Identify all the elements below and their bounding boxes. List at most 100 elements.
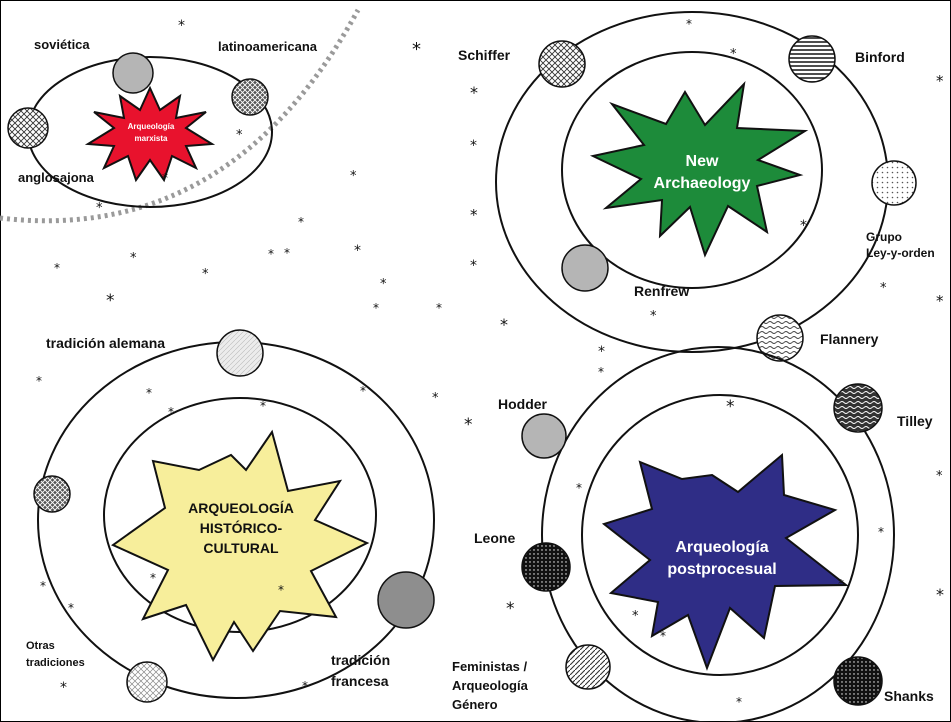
background-star: * <box>598 344 605 360</box>
label-binford: Binford <box>855 49 905 65</box>
background-star: * <box>936 585 944 604</box>
background-star: * <box>436 301 442 315</box>
background-star: * <box>68 601 74 615</box>
background-star: * <box>470 83 478 102</box>
background-star: * <box>878 525 884 539</box>
new-archaeology-title-line2: Archaeology <box>654 175 751 192</box>
system-new-archaeology: New Archaeology Schiffer Binford Grupo L… <box>458 11 935 362</box>
background-star: * <box>730 47 737 62</box>
postprocesual-title-line2: postprocesual <box>667 561 776 578</box>
background-star: * <box>298 215 304 229</box>
label-tradicion-francesa-line1: tradición <box>331 652 390 668</box>
orbit-outer-postprocesual <box>541 346 895 722</box>
background-star: * <box>412 39 421 60</box>
planet-latinoamericana <box>231 78 269 116</box>
label-schiffer: Schiffer <box>458 47 511 63</box>
background-star: * <box>650 309 657 324</box>
background-star: * <box>470 138 477 154</box>
background-stars: * * * * * * * * * * * * * * * * * * * * * * * * * * * * * * * * * * * * * * * *… <box>36 17 944 709</box>
background-star: * <box>936 292 944 310</box>
planet-leone <box>521 542 571 592</box>
background-star: * <box>660 629 666 643</box>
background-star: * <box>726 397 735 417</box>
background-star: * <box>178 18 185 34</box>
background-star: * <box>40 579 46 593</box>
historico-title-line1: ARQUEOLOGÍA <box>188 500 294 516</box>
label-tradicion-francesa-line2: francesa <box>331 673 389 689</box>
background-star: * <box>54 261 60 275</box>
background-star: * <box>464 415 473 435</box>
background-star: * <box>168 405 174 419</box>
background-star: * <box>236 128 243 143</box>
label-grupo-line1: Grupo <box>866 230 902 244</box>
background-star: * <box>880 281 887 296</box>
planet-hodder <box>521 413 567 459</box>
background-star: * <box>936 72 944 90</box>
new-archaeology-star <box>589 80 809 258</box>
background-star: * <box>354 243 361 259</box>
background-star: * <box>470 206 478 224</box>
marxist-star <box>84 85 216 183</box>
label-tradicion-alemana: tradición alemana <box>46 335 165 351</box>
orbit-inner-postprocesual <box>581 394 859 676</box>
planet-schiffer <box>538 40 586 88</box>
label-flannery: Flannery <box>820 331 879 347</box>
label-otras-line1: Otras <box>26 640 55 652</box>
label-tilley: Tilley <box>897 413 933 429</box>
background-star: * <box>284 246 290 260</box>
background-star: * <box>268 247 274 261</box>
background-star: * <box>632 609 639 624</box>
historico-title-line2: HISTÓRICO- <box>200 519 283 536</box>
planet-shanks <box>833 656 883 706</box>
planet-binford <box>788 35 836 83</box>
planet-anglosajona <box>7 107 49 149</box>
background-star: * <box>60 680 67 696</box>
background-star: * <box>130 251 137 266</box>
background-star: * <box>360 384 366 398</box>
marxist-title-line2: marxista <box>135 134 168 143</box>
historico-cultural-star <box>111 429 370 663</box>
label-feministas-line2: Arqueología <box>452 678 529 693</box>
background-star: * <box>576 481 582 495</box>
planet-flannery <box>756 314 804 362</box>
background-star: * <box>373 301 379 315</box>
planet-feministas <box>565 644 611 690</box>
background-star: * <box>500 315 508 334</box>
system-historico-cultural: ARQUEOLOGÍA HISTÓRICO- CULTURAL tradició… <box>26 329 435 703</box>
planet-left-unlabeled <box>33 475 71 513</box>
background-star: * <box>302 679 308 693</box>
planet-renfrew <box>561 244 609 292</box>
orbit-inner-new-archaeology <box>561 51 823 289</box>
background-star: * <box>278 583 284 597</box>
background-star: * <box>838 577 844 591</box>
background-star: * <box>106 291 115 311</box>
label-sovietica: soviética <box>34 37 90 52</box>
planet-otras-tradiciones <box>126 661 168 703</box>
background-star: * <box>686 17 692 31</box>
background-star: * <box>96 201 103 216</box>
label-leone: Leone <box>474 530 515 546</box>
background-star: * <box>598 365 604 379</box>
planet-grupo-ley-y-orden <box>871 160 917 206</box>
historico-title-line3: CULTURAL <box>203 540 279 556</box>
label-otras-line2: tradiciones <box>26 657 85 669</box>
label-feministas-line1: Feministas / <box>452 659 528 674</box>
background-star: * <box>432 391 439 406</box>
background-star: * <box>146 386 152 400</box>
label-latinoamericana: latinoamericana <box>218 39 318 54</box>
dotted-boundary <box>0 8 361 224</box>
background-star: * <box>936 469 943 484</box>
background-star: * <box>162 171 168 185</box>
label-anglosajona: anglosajona <box>18 170 95 185</box>
new-archaeology-title-line1: New <box>686 153 719 170</box>
background-star: * <box>36 374 42 388</box>
background-star: * <box>350 169 357 184</box>
label-hodder: Hodder <box>498 396 548 412</box>
planet-sovietica <box>112 52 154 94</box>
label-grupo-line2: Ley-y-orden <box>866 246 935 260</box>
postprocesual-star <box>601 452 849 671</box>
planet-tradicion-alemana <box>216 329 264 377</box>
postprocesual-title-line1: Arqueología <box>675 539 768 556</box>
